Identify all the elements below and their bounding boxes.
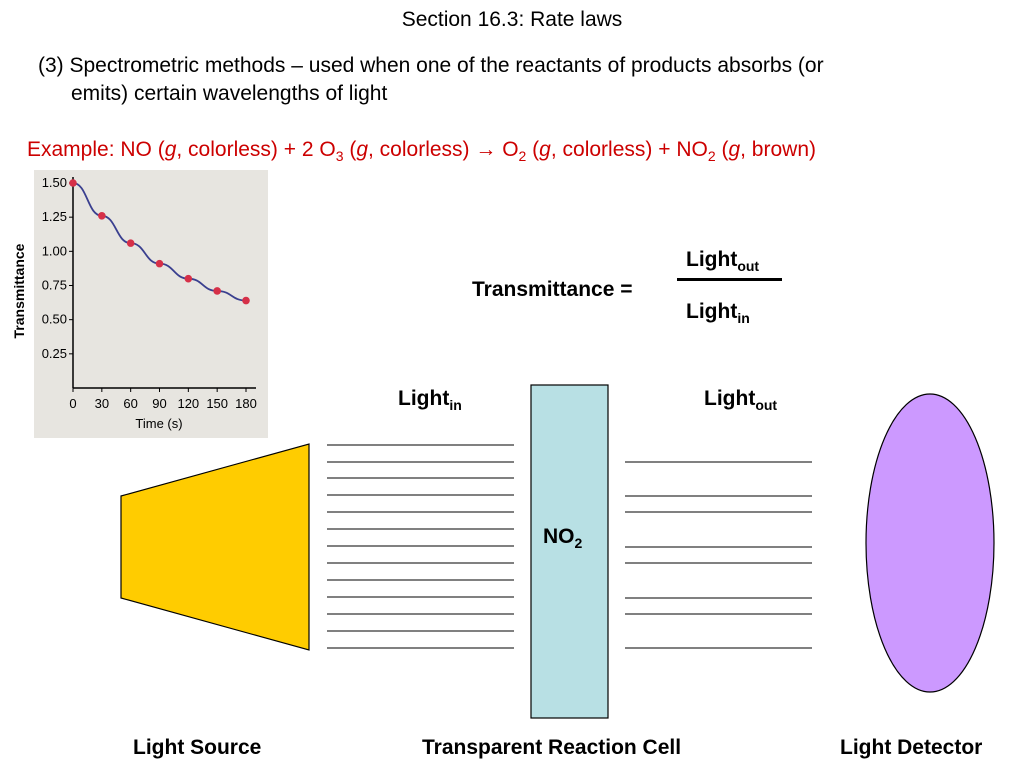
- x-tick-label: 90: [152, 396, 166, 411]
- light-in-text: Light: [398, 387, 450, 410]
- formula-numerator-text: Light: [686, 248, 738, 271]
- example-text: (: [526, 138, 540, 161]
- cell-species-text: NO: [543, 525, 575, 548]
- example-text: , brown): [740, 138, 816, 161]
- light-in-sub: in: [449, 397, 462, 414]
- example-subscript: 2: [518, 148, 527, 165]
- data-point: [98, 212, 106, 220]
- incident-beam: [327, 444, 514, 649]
- y-tick-label: 1.25: [42, 209, 67, 224]
- formula-lhs: Transmittance =: [472, 278, 633, 301]
- data-point: [69, 179, 77, 187]
- light-out-sub: out: [755, 397, 778, 414]
- example-text: g: [356, 138, 369, 161]
- cell-species-label: NO2: [543, 525, 582, 551]
- example-subscript: 3: [335, 148, 344, 165]
- formula-denominator-text: Light: [686, 300, 738, 323]
- formula-denominator: Lightin: [686, 300, 750, 326]
- reaction-arrow-icon: →: [475, 138, 497, 161]
- subtitle: (3) Spectrometric methods – used when on…: [38, 52, 1018, 108]
- example-reaction: Example: NO (g, colorless) + 2 O3 (g, co…: [27, 138, 816, 164]
- light-out-text: Light: [704, 387, 756, 410]
- subtitle-line-2: emits) certain wavelengths of light: [71, 82, 388, 105]
- example-text: (: [715, 138, 729, 161]
- example-text: , colorless) + NO: [550, 138, 708, 161]
- reaction-cell-shape: [530, 384, 609, 719]
- example-text: g: [728, 138, 741, 161]
- example-text: O: [496, 138, 519, 161]
- light-source-label: Light Source: [133, 736, 262, 759]
- data-point: [242, 296, 250, 305]
- y-tick-label: 0.75: [42, 278, 67, 293]
- data-point: [126, 239, 135, 247]
- example-text: , colorless) + 2 O: [176, 138, 336, 161]
- data-point: [155, 259, 164, 268]
- light-detector-shape: [865, 393, 995, 693]
- light-out-label: Lightout: [704, 387, 777, 413]
- y-tick-label: 0.50: [42, 312, 67, 327]
- fraction-bar: [677, 278, 782, 281]
- light-in-label: Lightin: [398, 387, 462, 413]
- formula-denominator-sub: in: [737, 310, 750, 327]
- y-tick-label: 1.50: [42, 175, 67, 190]
- formula-numerator: Lightout: [686, 248, 759, 274]
- transmitted-beam: [625, 461, 812, 649]
- data-point: [213, 287, 221, 295]
- example-text: (: [343, 138, 357, 161]
- example-text: g: [539, 138, 551, 161]
- slide-title: Section 16.3: Rate laws: [401, 8, 623, 31]
- cell-species-sub: 2: [574, 535, 583, 552]
- example-text: , colorless): [368, 138, 476, 161]
- light-detector-label: Light Detector: [840, 736, 983, 759]
- x-tick-label: 150: [206, 396, 228, 411]
- example-text: Example: NO (: [27, 138, 165, 161]
- reaction-cell-label: Transparent Reaction Cell: [422, 736, 682, 759]
- chart-ylabel: Transmittance: [11, 243, 27, 338]
- light-source-shape: [120, 443, 310, 651]
- chart-xlabel: Time (s): [135, 416, 182, 431]
- y-tick-label: 0.25: [42, 346, 67, 361]
- data-point: [184, 274, 193, 283]
- x-tick-label: 120: [177, 396, 199, 411]
- x-tick-label: 60: [123, 396, 137, 411]
- formula-numerator-sub: out: [737, 258, 760, 275]
- x-tick-label: 0: [69, 396, 76, 411]
- example-text: g: [164, 138, 177, 161]
- x-tick-label: 30: [95, 396, 109, 411]
- transmittance-chart: 0.25 0.50 0.75 1.00 1.25 1.50 0 30 60 90 120 150 180…: [11, 175, 257, 431]
- y-tick-label: 1.00: [42, 243, 67, 258]
- example-subscript: 2: [707, 148, 716, 165]
- subtitle-line-1: (3) Spectrometric methods – used when on…: [38, 54, 824, 77]
- x-tick-label: 180: [235, 396, 257, 411]
